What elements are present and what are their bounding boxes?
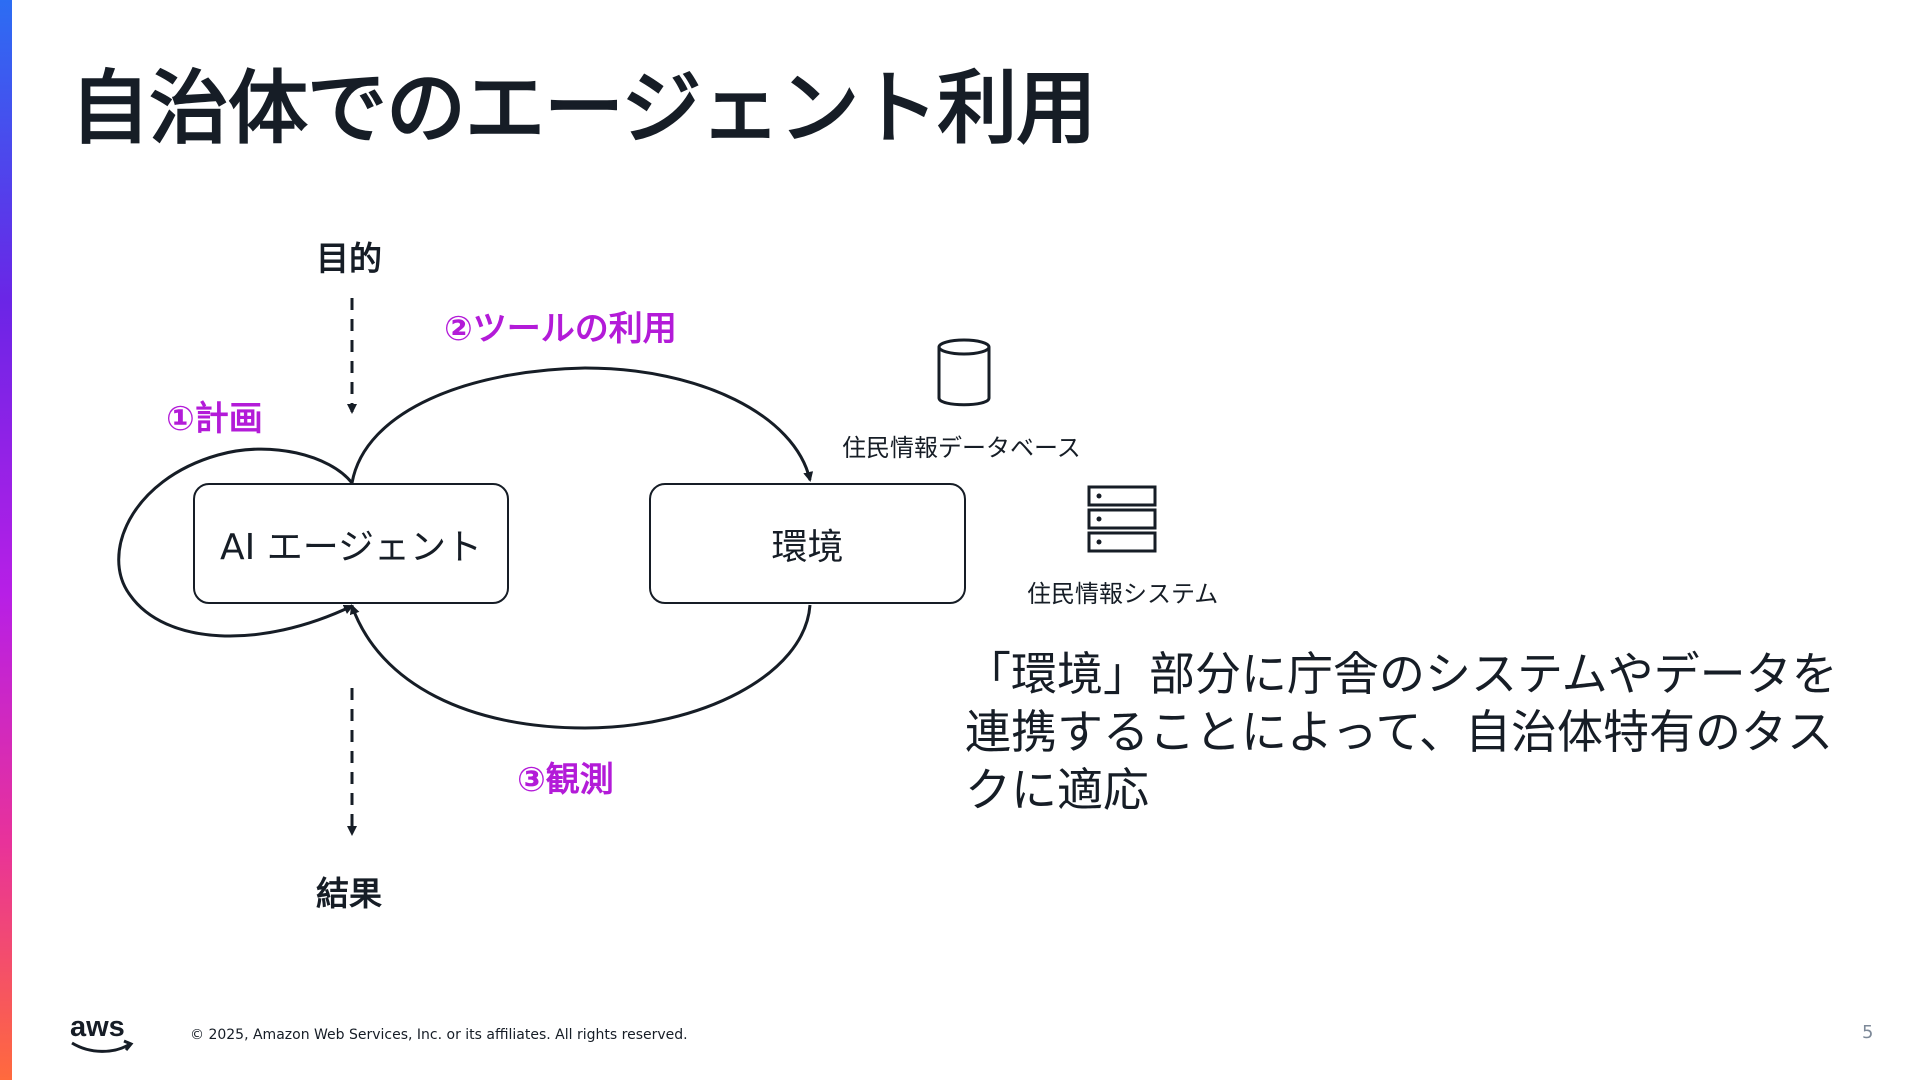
svg-text:aws: aws	[70, 1011, 125, 1043]
environment-node: 環境	[649, 483, 966, 604]
agent-node-label: AI エージェント	[220, 526, 482, 568]
description-text: 「環境」部分に庁舎のシステムやデータを連携することによって、自治体特有のタスクに…	[965, 647, 1838, 817]
accent-gradient-bar	[0, 0, 12, 1080]
aws-logo: aws	[68, 1010, 138, 1060]
copyright-notice: © 2025, Amazon Web Services, Inc. or its…	[190, 1027, 688, 1043]
slide-title: 自治体でのエージェント利用	[70, 62, 1096, 155]
server-icon	[1087, 485, 1157, 553]
environment-node-label: 環境	[771, 526, 844, 568]
step1-planning-label: ①計画	[166, 399, 263, 439]
resident-database-label: 住民情報データベース	[842, 434, 1081, 462]
database-icon	[937, 338, 991, 407]
result-label: 結果	[316, 874, 382, 913]
step2-tool-use-label: ②ツールの利用	[444, 309, 677, 349]
resident-system-label: 住民情報システム	[1027, 580, 1219, 608]
observation-arc	[349, 604, 812, 730]
goal-label: 目的	[316, 239, 382, 278]
tool-use-arc	[350, 366, 814, 484]
page-number: 5	[1862, 1022, 1874, 1043]
agent-node: AI エージェント	[193, 483, 509, 604]
planning-loop	[117, 447, 354, 638]
step3-observation-label: ③観測	[517, 760, 614, 800]
